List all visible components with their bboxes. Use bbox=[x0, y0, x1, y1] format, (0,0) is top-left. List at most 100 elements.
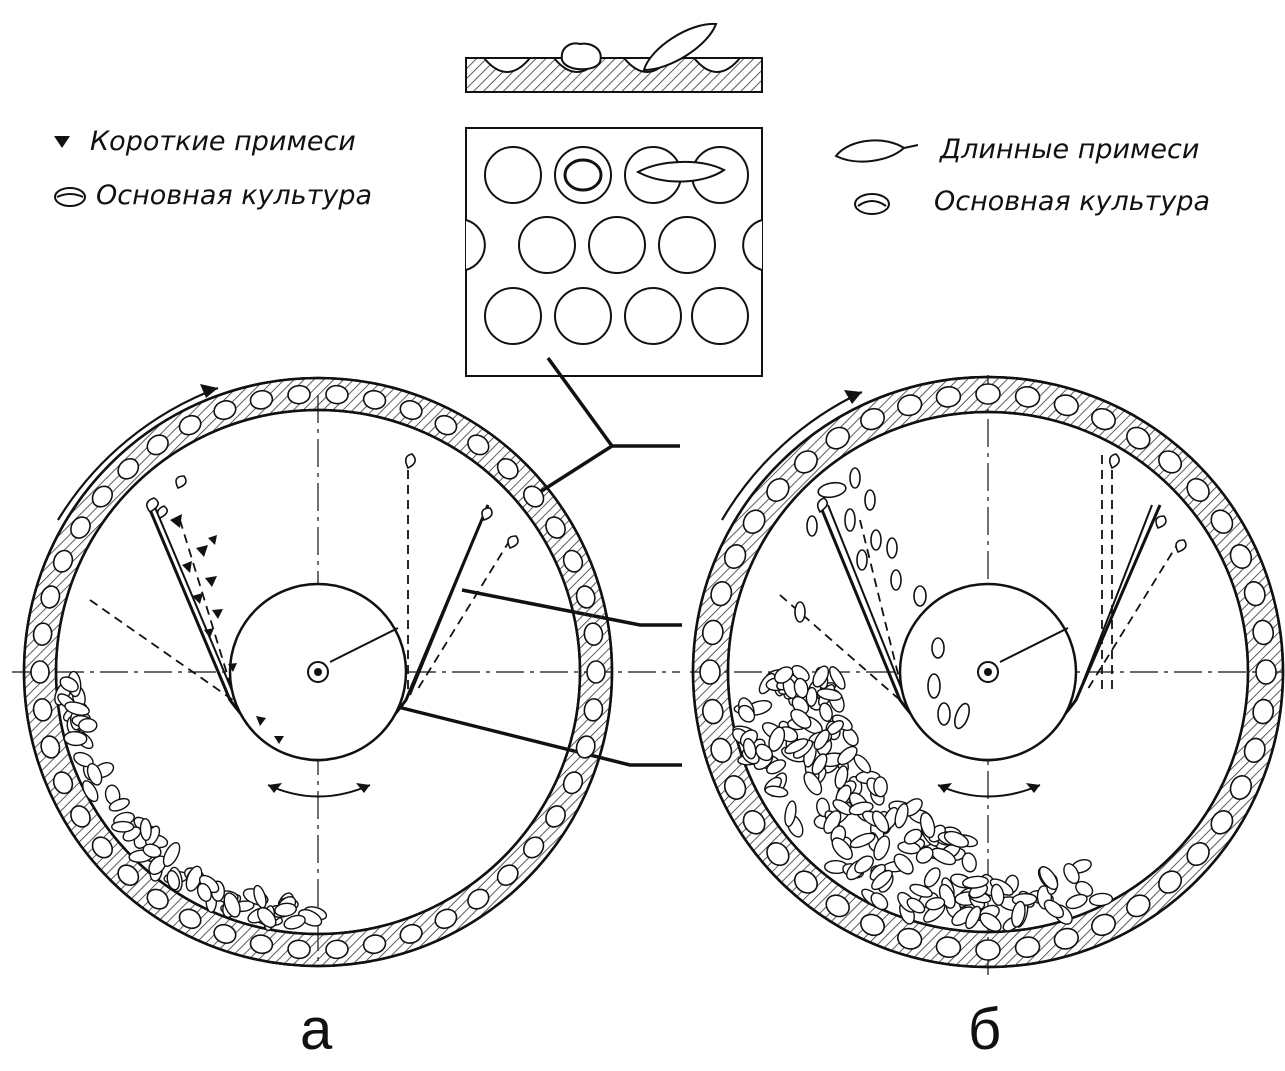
grain bbox=[831, 837, 853, 861]
cylinder-a-grain-mass bbox=[54, 670, 328, 932]
wall-cell bbox=[496, 864, 519, 886]
wall-cell bbox=[583, 698, 604, 722]
grain bbox=[813, 729, 830, 751]
grain bbox=[737, 704, 756, 723]
wall-cell bbox=[562, 549, 584, 573]
wall-cell bbox=[362, 934, 387, 955]
wall-cell bbox=[1210, 810, 1234, 835]
cylinder-a bbox=[12, 376, 680, 968]
grain bbox=[925, 896, 946, 911]
wall-section-strip bbox=[465, 22, 763, 93]
strip-grain-long bbox=[642, 22, 718, 72]
wall-cell bbox=[575, 735, 596, 759]
wall-cell bbox=[723, 544, 747, 569]
wall-cell bbox=[1243, 581, 1266, 607]
grain bbox=[790, 708, 812, 729]
wall-cell bbox=[742, 810, 766, 835]
grain bbox=[906, 897, 926, 914]
grain bbox=[166, 870, 181, 891]
wall-cell bbox=[975, 383, 1001, 405]
grain bbox=[873, 776, 888, 798]
grain bbox=[915, 846, 934, 864]
wall-cell bbox=[325, 384, 349, 405]
wall-cell bbox=[399, 400, 423, 421]
grain bbox=[196, 882, 212, 903]
cylinder-b bbox=[690, 375, 1285, 980]
grain bbox=[142, 843, 162, 859]
cylinder-b-cells bbox=[699, 383, 1277, 961]
grain bbox=[819, 702, 833, 722]
wall-cell bbox=[30, 660, 50, 684]
panel-label-a: а bbox=[300, 997, 333, 1062]
wall-cell bbox=[1091, 407, 1116, 431]
wall-cell bbox=[1053, 927, 1079, 950]
wall-cell bbox=[32, 698, 53, 722]
wall-cell bbox=[362, 389, 387, 410]
wall-cell bbox=[213, 923, 237, 944]
wall-cell bbox=[1229, 544, 1253, 569]
wall-cell bbox=[287, 939, 311, 960]
wall-cell bbox=[70, 516, 91, 539]
wall-cell bbox=[935, 385, 962, 408]
wall-cell bbox=[825, 426, 850, 450]
wall-cell bbox=[1091, 913, 1116, 937]
wall-cell bbox=[249, 934, 274, 955]
grain bbox=[812, 665, 830, 688]
legend-main-crop-label-left: Основная культура bbox=[96, 180, 373, 211]
grain bbox=[961, 852, 977, 873]
wall-cell bbox=[40, 735, 61, 759]
grain bbox=[805, 686, 818, 707]
wall-cell bbox=[1053, 394, 1079, 417]
wall-cell bbox=[399, 923, 423, 944]
wall-cell bbox=[117, 864, 140, 886]
strip-grain-round bbox=[560, 42, 602, 71]
grain bbox=[1088, 892, 1114, 907]
grain bbox=[849, 832, 876, 849]
grain bbox=[59, 676, 79, 693]
wall-cell bbox=[178, 414, 202, 436]
wall-cell bbox=[793, 450, 818, 474]
grain bbox=[823, 810, 842, 834]
wall-cell bbox=[1252, 698, 1275, 725]
cell-grain-long bbox=[635, 161, 726, 183]
grain bbox=[1063, 863, 1080, 885]
grain bbox=[829, 666, 846, 690]
grain bbox=[63, 731, 88, 747]
grain bbox=[1038, 866, 1059, 891]
wall-cell bbox=[146, 434, 169, 456]
wall-cell bbox=[897, 927, 923, 950]
wall-cell bbox=[467, 888, 490, 910]
wall-cell bbox=[699, 659, 721, 685]
wall-cell bbox=[434, 908, 458, 930]
grain bbox=[784, 800, 797, 828]
grain bbox=[774, 666, 794, 684]
grain bbox=[873, 835, 891, 861]
grain bbox=[82, 780, 99, 803]
grain bbox=[837, 745, 858, 766]
wall-cell bbox=[70, 805, 91, 828]
legend-long-impurities-label: Длинные примеси bbox=[940, 134, 1200, 165]
wall-cell bbox=[860, 407, 885, 431]
grain bbox=[923, 867, 941, 888]
wall-cell bbox=[91, 836, 113, 859]
cell-surface-view bbox=[465, 127, 763, 377]
grain bbox=[803, 771, 823, 796]
wall-cell bbox=[1126, 894, 1151, 918]
grain bbox=[742, 738, 757, 760]
grain bbox=[1011, 900, 1026, 928]
grain bbox=[1043, 899, 1065, 919]
cylinder-b-grain-mass bbox=[732, 664, 1114, 932]
grain bbox=[894, 803, 909, 829]
grain bbox=[764, 785, 789, 798]
grain bbox=[766, 759, 787, 775]
cell-grain-round bbox=[563, 158, 603, 192]
grain bbox=[1065, 893, 1088, 910]
wall-cell bbox=[1186, 477, 1210, 502]
wall-cell bbox=[575, 585, 596, 609]
wall-cell bbox=[586, 660, 606, 684]
wall-cell bbox=[701, 619, 724, 646]
wall-cell bbox=[583, 622, 604, 646]
long-impurity-icon bbox=[834, 139, 919, 163]
